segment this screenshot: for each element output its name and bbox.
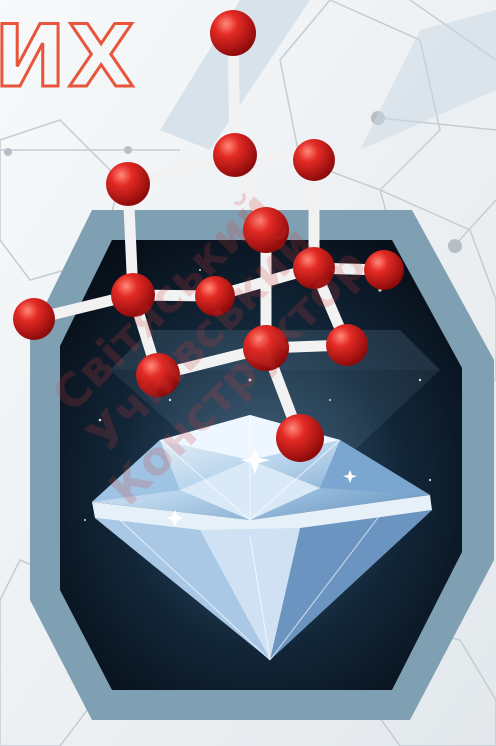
title-fragment: ИХ [0,7,137,107]
diamond-gem-icon [92,415,432,661]
molecule-structure-icon [13,10,404,462]
